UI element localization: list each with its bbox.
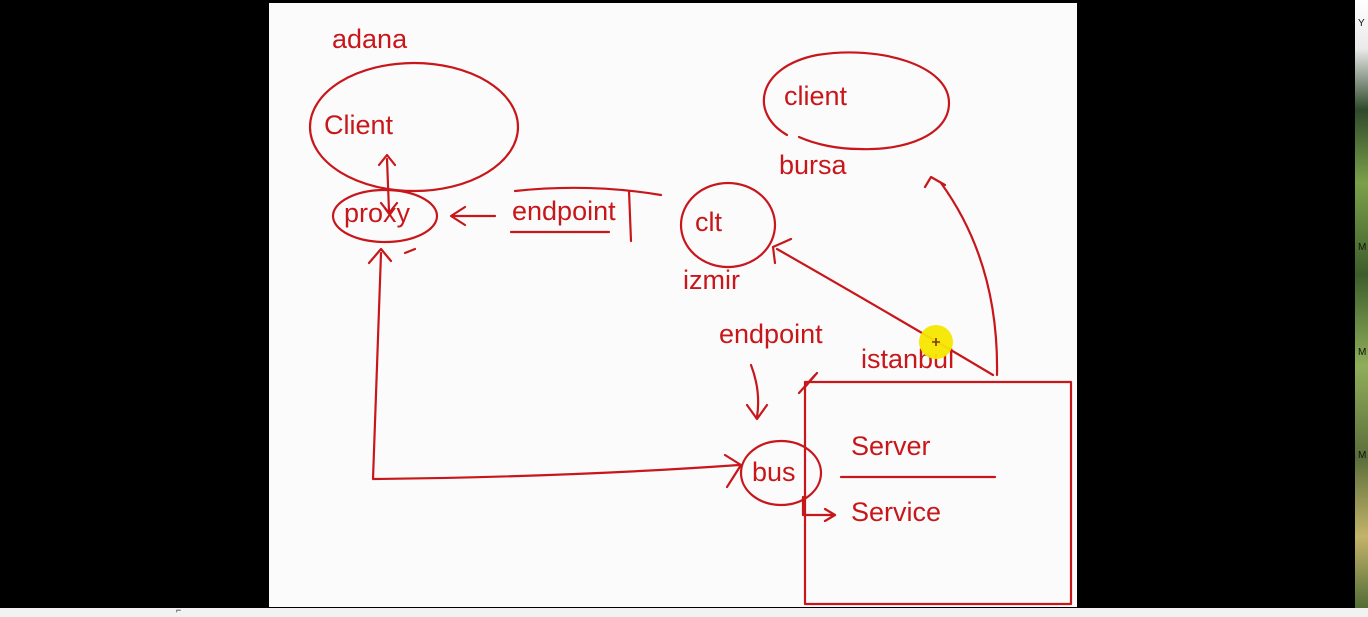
label-client-right: client (784, 81, 848, 111)
box-corner-tick (797, 371, 819, 395)
side-letter: M (1358, 242, 1367, 253)
server-box (803, 380, 1073, 606)
bottom-bar: ⌐ (0, 605, 1368, 617)
client-bursa-ellipse (762, 51, 951, 151)
label-bursa: bursa (779, 150, 848, 180)
proxy-bus-arrow (367, 247, 743, 489)
label-service: Service (851, 497, 941, 527)
label-izmir: izmir (683, 265, 740, 295)
bus-to-service-arrow (801, 495, 837, 523)
label-bus: bus (752, 457, 796, 487)
proxy-ellipse (331, 188, 439, 244)
endpoint-top-bar (627, 189, 633, 243)
side-letter: Y (1358, 18, 1365, 29)
endpoint-top-overline (513, 186, 663, 197)
label-client-left: Client (324, 110, 394, 140)
proxy-tick (403, 247, 417, 255)
label-proxy: proxy (344, 198, 411, 228)
label-adana: adana (332, 24, 408, 54)
istanbul-to-bursa-arrow (923, 175, 999, 377)
clt-izmir-ellipse (679, 181, 777, 269)
bus-ellipse (739, 439, 823, 507)
client-adana-ellipse (308, 61, 520, 193)
label-endpoint-mid: endpoint (719, 319, 823, 349)
background-wallpaper-strip (1355, 0, 1368, 610)
diagram-drawing: adana Client proxy endpoint client bursa… (308, 24, 1073, 606)
endpoint-to-bus-arrow (745, 363, 769, 421)
label-clt: clt (695, 207, 722, 237)
side-letter: M (1358, 450, 1367, 461)
side-letter: M (1358, 347, 1367, 358)
label-server: Server (851, 431, 931, 461)
endpoint-to-proxy-arrow (449, 205, 497, 227)
client-proxy-arrow (377, 153, 399, 215)
label-endpoint-top: endpoint (512, 196, 616, 226)
whiteboard-canvas[interactable]: adana Client proxy endpoint client bursa… (269, 3, 1077, 607)
bottom-tick-icon: ⌐ (176, 605, 182, 615)
pointer-cursor-icon (919, 325, 953, 359)
istanbul-to-clt-arrow (771, 237, 995, 377)
